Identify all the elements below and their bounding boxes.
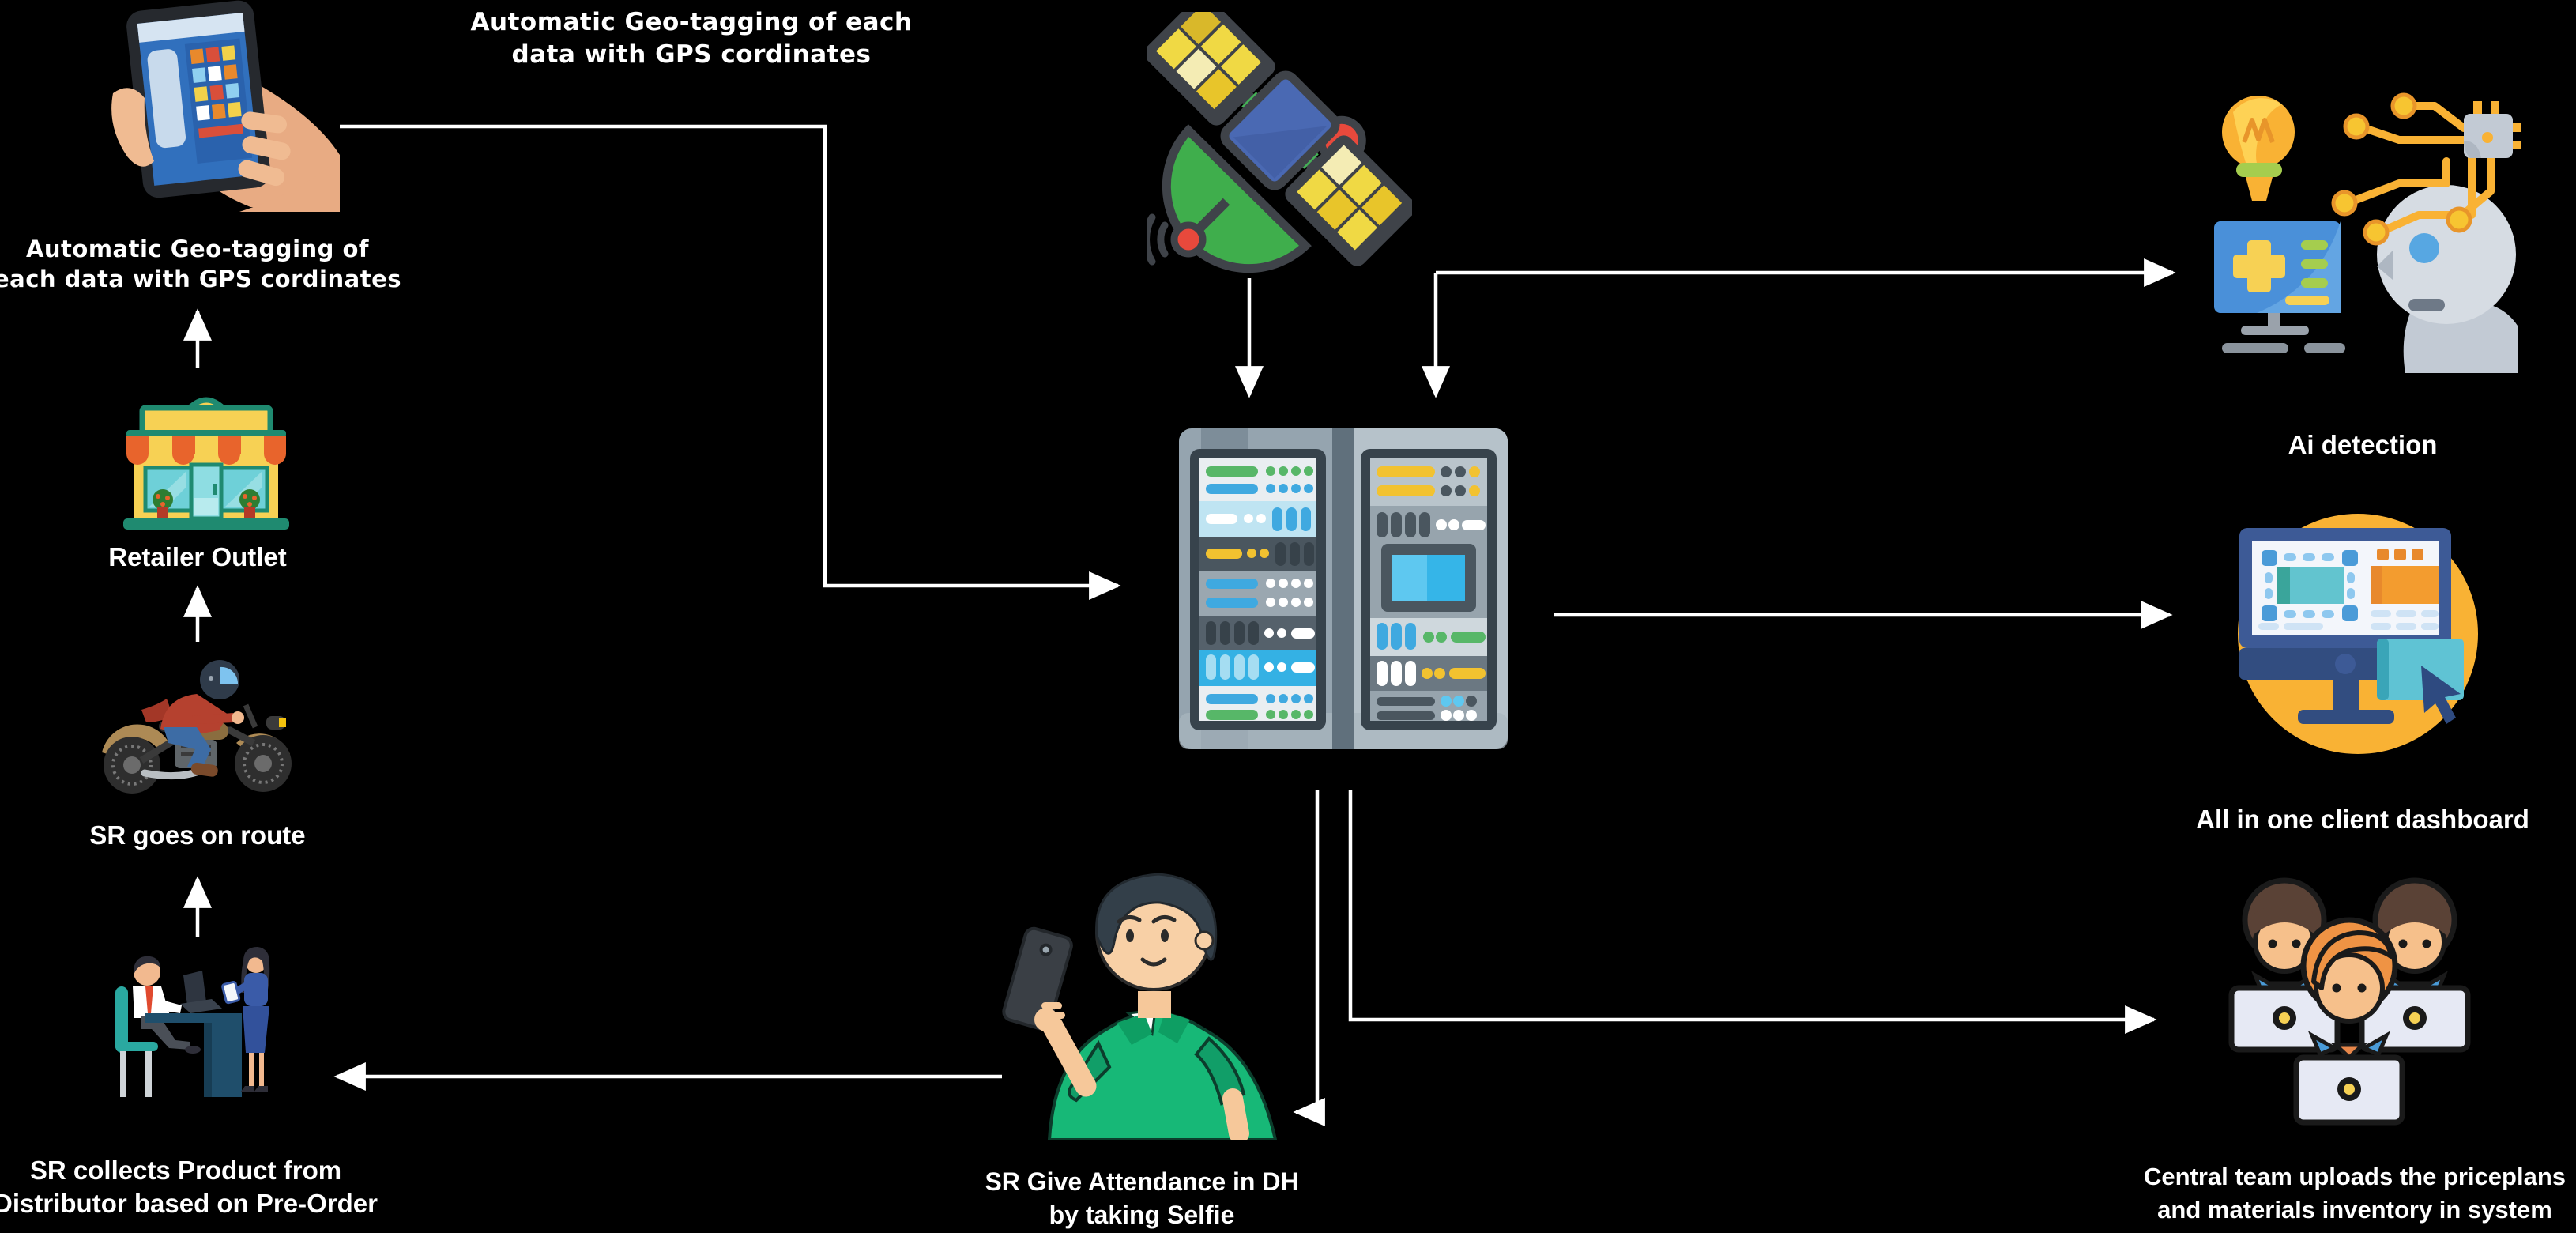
selfie-line1: SR Give Attendance in DH xyxy=(985,1167,1299,1196)
central-team-line2: and materials inventory in system xyxy=(2157,1196,2552,1224)
geo-note-line2: data with GPS cordinates xyxy=(511,40,872,69)
ai-detection-text: Ai detection xyxy=(2288,430,2438,459)
client-dashboard-text: All in one client dashboard xyxy=(2196,805,2529,834)
distributor-desk-icon xyxy=(111,941,292,1108)
geo-note-label: Automatic Geo-tagging of each data with … xyxy=(431,6,952,71)
central-team-line1: Central team uploads the priceplans xyxy=(2143,1163,2567,1190)
sr-collects-line2: Distributor based on Pre-Order xyxy=(0,1189,378,1218)
retail-store-icon xyxy=(115,384,297,536)
client-dashboard-label: All in one client dashboard xyxy=(2189,803,2536,836)
server-rack-icon xyxy=(1177,419,1509,763)
sr-collects-line1: SR collects Product from xyxy=(29,1156,342,1185)
motorcycle-rider-icon xyxy=(91,648,292,797)
phone-caption-line1: Automatic Geo-tagging of xyxy=(25,236,370,262)
man-taking-selfie-icon xyxy=(997,855,1297,1140)
selfie-label: SR Give Attendance in DH by taking Selfi… xyxy=(976,1165,1308,1231)
retailer-outlet-label: Retailer Outlet xyxy=(79,541,316,574)
arrow-server-to-central-team xyxy=(1348,790,2157,1034)
arrow-server-to-selfie-man xyxy=(1293,790,1325,1126)
central-team-icon xyxy=(2217,863,2482,1128)
arrow-phone-to-server xyxy=(340,124,1121,600)
sr-collects-label: SR collects Product from Distributor bas… xyxy=(0,1154,387,1220)
ai-robot-icon xyxy=(2209,65,2521,377)
hand-holding-phone-icon xyxy=(75,0,340,212)
client-dashboard-icon xyxy=(2222,506,2495,767)
central-team-label: Central team uploads the priceplans and … xyxy=(2118,1160,2576,1227)
phone-caption-label: Automatic Geo-tagging of each data with … xyxy=(0,234,403,294)
sr-route-label: SR goes on route xyxy=(55,819,340,852)
selfie-line2: by taking Selfie xyxy=(1049,1201,1235,1229)
sr-route-text: SR goes on route xyxy=(89,820,306,850)
geo-note-line1: Automatic Geo-tagging of each xyxy=(470,8,913,36)
ai-detection-label: Ai detection xyxy=(2213,428,2513,462)
gps-satellite-icon xyxy=(1147,12,1412,277)
retailer-outlet-text: Retailer Outlet xyxy=(108,542,287,571)
phone-caption-line2: each data with GPS cordinates xyxy=(0,266,402,292)
